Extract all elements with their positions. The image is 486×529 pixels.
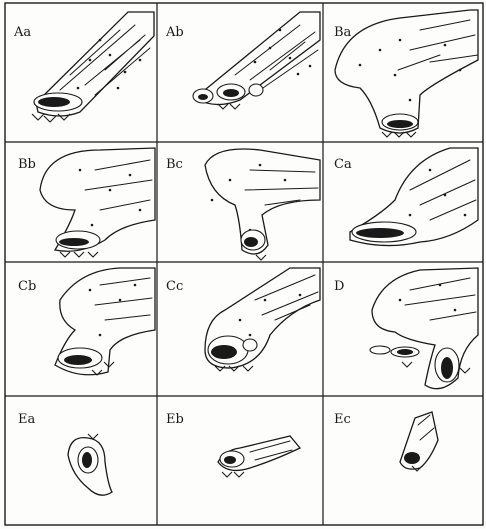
cell-fragment-eb [218, 436, 300, 477]
panel-ec: Ec [334, 412, 438, 471]
panel-aa: Aa [13, 12, 154, 122]
nucleus-core [356, 228, 404, 238]
panel-label: Ba [334, 25, 352, 40]
panel-bb: Bb [18, 148, 155, 257]
panel-ca: Ca [334, 148, 478, 246]
nucleus-core [441, 357, 453, 379]
attachment-ticks [256, 255, 266, 260]
nucleus-core [64, 355, 92, 365]
panel-label: D [334, 279, 344, 294]
panel-label: Ca [334, 157, 352, 172]
nucleus-core [387, 120, 413, 128]
cell-fragment-ec [400, 412, 438, 471]
nucleus-core [38, 97, 70, 107]
cell-tongue-ab [193, 12, 320, 109]
cell-tongue-bc [205, 149, 320, 260]
cell-tongue-aa [32, 12, 154, 122]
cell-tongue-cb [55, 268, 155, 375]
nucleus-core [224, 456, 236, 464]
panel-cc: Cc [166, 268, 320, 371]
panel-label: Bb [18, 157, 36, 172]
panel-label: Ab [165, 25, 184, 40]
panel-ba: Ba [334, 10, 478, 137]
panel-ab: Ab [165, 12, 320, 109]
panel-bc: Bc [166, 149, 320, 260]
attachment-ticks [222, 472, 244, 477]
panel-cb: Cb [18, 268, 155, 375]
panel-ea: Ea [18, 412, 112, 495]
nucleus-core [404, 452, 420, 464]
panel-label: Aa [13, 25, 31, 40]
cell-tongue-ca [350, 148, 478, 246]
cell-tongue-ba [335, 10, 478, 137]
attachment-ticks [60, 252, 98, 257]
nucleus-core [59, 238, 89, 246]
panel-label: Ea [18, 412, 35, 427]
panel-label: Cb [18, 279, 36, 294]
nucleus-core [82, 452, 92, 468]
panel-label: Eb [166, 412, 184, 427]
nucleus-core [223, 89, 239, 97]
nucleus-core [211, 345, 237, 359]
nucleus-core [244, 237, 258, 247]
panel-eb: Eb [166, 412, 300, 477]
panel-d: D [334, 268, 478, 389]
cell-tongue-d [370, 268, 478, 389]
cell-fragment-ea [68, 434, 112, 495]
cell-tongue-cc [205, 268, 320, 371]
panel-label: Ec [334, 412, 351, 427]
panel-label: Bc [166, 157, 183, 172]
cell-tongue-bb [40, 148, 155, 257]
panel-label: Cc [166, 279, 183, 294]
